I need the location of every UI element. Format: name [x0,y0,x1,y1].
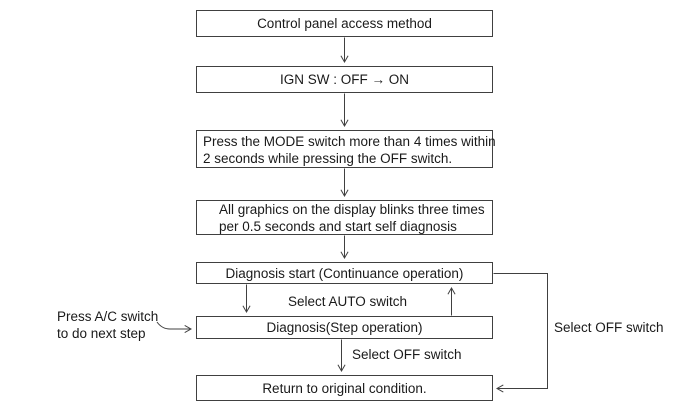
flow-box-label-line2: 2 seconds while pressing the OFF switch. [203,151,453,166]
flow-box-diagnosis-start-continuance: Diagnosis start (Continuance operation) [196,262,493,284]
flow-box-return-to-original-condition: Return to original condition. [196,375,493,401]
flow-box-diagnosis-step-operation: Diagnosis(Step operation) [196,316,493,339]
arrow-box5-to-box7-feedback [493,273,548,393]
flow-box-label: Diagnosis(Step operation) [266,320,423,335]
flow-box-control-panel-access-method: Control panel access method [196,10,493,37]
flow-box-label-line1: All graphics on the display blinks three… [219,202,485,217]
flow-box-press-mode-switch: Press the MODE switch more than 4 times … [196,130,496,168]
edge-label-select-off-switch-step: Select OFF switch [352,347,462,362]
flow-box-label: Return to original condition. [262,380,427,396]
arrow-press-ac-to-box6 [156,321,192,334]
press-ac-line2: to do next step [57,326,146,341]
press-ac-line1: Press A/C switch [57,309,159,324]
edge-label-press-ac-switch: Press A/C switch to do next step [57,308,158,342]
edge-label-select-auto-switch: Select AUTO switch [288,294,408,309]
edge-label-select-off-switch-return: Select OFF switch [554,320,664,335]
flow-box-graphics-blink-self-diagnosis: All graphics on the display blinks three… [196,200,493,235]
flow-box-label: Diagnosis start (Continuance operation) [225,265,464,281]
flow-box-label-line1: Press the MODE switch more than 4 times … [203,134,496,149]
flow-box-label-line2: per 0.5 seconds and start self diagnosis [219,218,457,234]
flow-box-label: IGN SW : OFF → ON [280,72,409,87]
flow-box-label: Control panel access method [257,16,432,31]
flow-box-ign-sw-off-on: IGN SW : OFF → ON [196,66,493,93]
